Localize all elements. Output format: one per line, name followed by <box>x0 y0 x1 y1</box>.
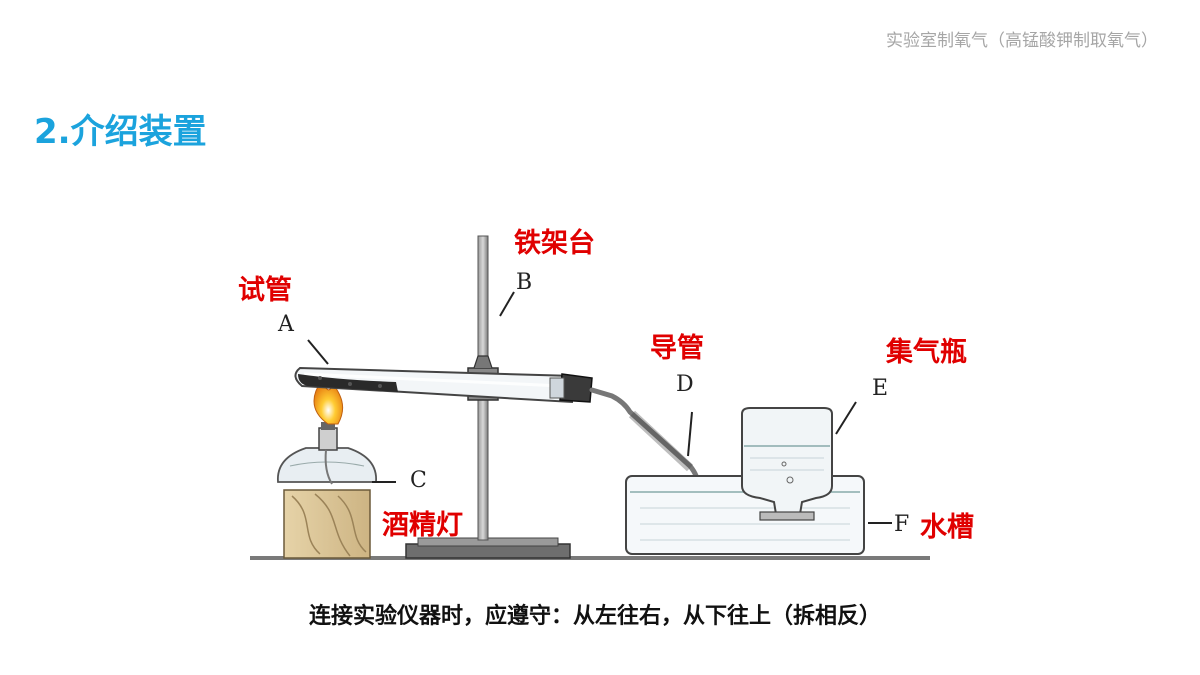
apparatus-drawing <box>250 235 930 560</box>
label-water-trough: 水槽 <box>920 512 974 543</box>
alcohol-lamp <box>277 422 377 485</box>
table-surface <box>250 556 930 560</box>
leader-b <box>499 291 515 317</box>
section-title: 2.介绍装置 <box>34 112 207 152</box>
label-delivery-tube: 导管 <box>650 333 704 364</box>
label-iron-stand: 铁架台 <box>514 228 595 259</box>
page-header-title: 实验室制氧气（高锰酸钾制取氧气） <box>886 31 1158 51</box>
leader-a <box>307 339 329 365</box>
leader-e <box>835 401 857 435</box>
flame <box>313 376 344 425</box>
letter-d: D <box>676 372 694 397</box>
test-tube <box>294 366 593 404</box>
letter-c: C <box>410 468 427 493</box>
assembly-rule-text: 连接实验仪器时，应遵守：从左往右，从下往上（拆相反） <box>308 604 881 629</box>
label-test-tube: 试管 <box>238 275 292 306</box>
label-alcohol-lamp: 酒精灯 <box>382 510 463 541</box>
letter-f: F <box>894 512 910 537</box>
wooden-block <box>283 489 371 559</box>
letter-e: E <box>872 376 889 401</box>
gas-collecting-bottle <box>741 407 833 521</box>
letter-b: B <box>516 270 533 295</box>
leader-d <box>687 411 693 457</box>
label-gas-bottle: 集气瓶 <box>886 337 967 368</box>
letter-a: A <box>278 312 294 337</box>
apparatus-diagram <box>220 196 940 588</box>
